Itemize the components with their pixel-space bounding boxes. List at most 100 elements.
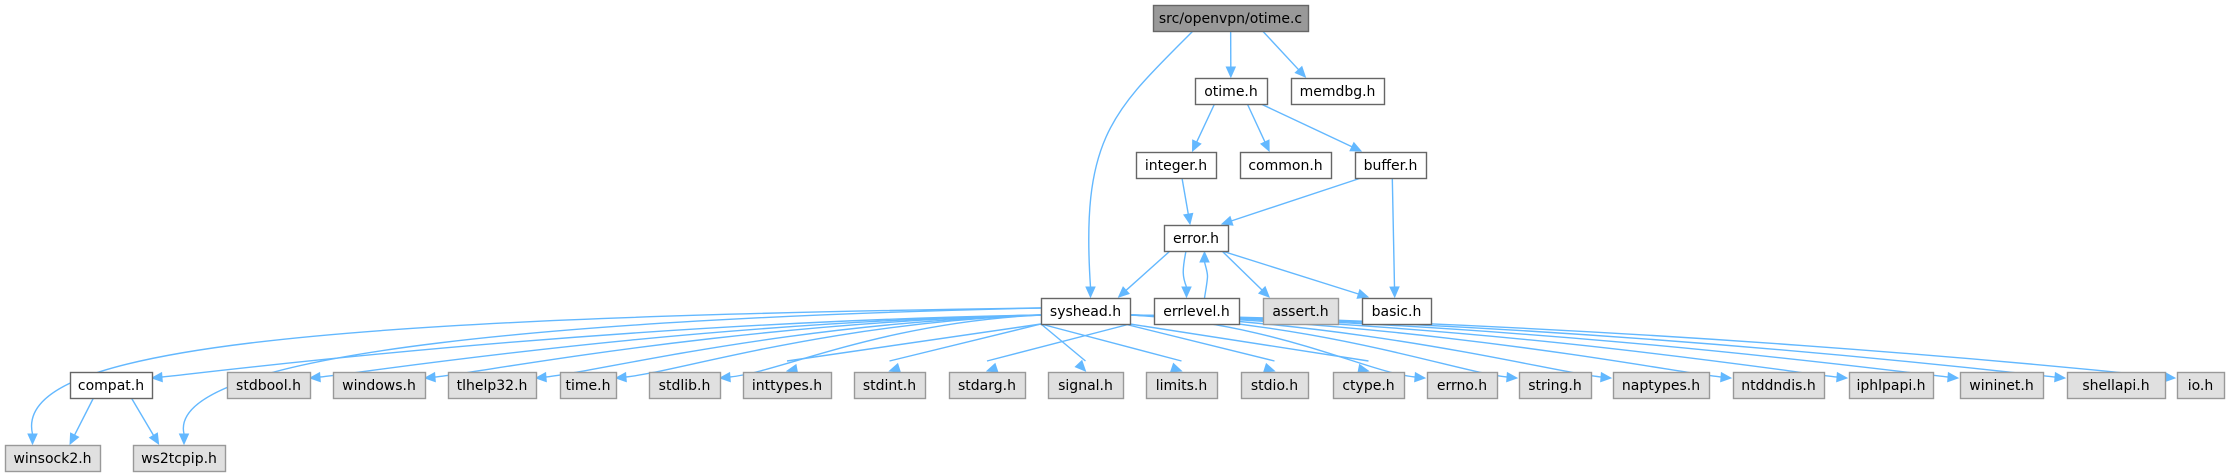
node-label: ws2tcpip.h bbox=[141, 451, 217, 467]
node-label: buffer.h bbox=[1364, 158, 1418, 174]
node-label: iphlpapi.h bbox=[1856, 378, 1925, 394]
node-label: wininet.h bbox=[1969, 378, 2033, 394]
node-string-h[interactable]: string.h bbox=[1518, 371, 1593, 400]
node-label: stdarg.h bbox=[958, 378, 1016, 394]
node-label: stdio.h bbox=[1251, 378, 1298, 394]
node-stdio-h[interactable]: stdio.h bbox=[1240, 371, 1310, 400]
node-label: errlevel.h bbox=[1163, 304, 1230, 320]
node-label: assert.h bbox=[1272, 304, 1328, 320]
node-label: basic.h bbox=[1372, 304, 1422, 320]
node-winsock2-h[interactable]: winsock2.h bbox=[4, 444, 102, 473]
node-label: stdint.h bbox=[863, 378, 916, 394]
node-tlhelp32-h[interactable]: tlhelp32.h bbox=[447, 371, 538, 400]
edge-root-to-syshead-h bbox=[1085, 30, 1194, 299]
node-box bbox=[559, 371, 618, 400]
arrowhead-icon bbox=[1074, 359, 1087, 372]
node-time-h[interactable]: time.h bbox=[559, 371, 618, 400]
edge-syshead-h-to-signal-h bbox=[1040, 323, 1087, 372]
node-ntddndis-h[interactable]: ntddndis.h bbox=[1732, 371, 1826, 400]
arrowhead-icon bbox=[2054, 371, 2067, 383]
node-box bbox=[1959, 371, 2045, 400]
node-io-h[interactable]: io.h bbox=[2176, 371, 2226, 400]
node-label: common.h bbox=[1248, 158, 1322, 174]
node-box bbox=[1047, 371, 1125, 400]
edge-line bbox=[1040, 323, 1086, 362]
arrowhead-icon bbox=[1259, 139, 1270, 153]
edge-line bbox=[1196, 103, 1216, 143]
arrowhead-icon bbox=[1720, 371, 1733, 383]
node-windows-h[interactable]: windows.h bbox=[332, 371, 427, 400]
edge-syshead-h-to-stdbool-h bbox=[308, 314, 1042, 383]
node-box bbox=[1361, 297, 1433, 326]
arrowhead-icon bbox=[27, 433, 38, 446]
arrowhead-icon bbox=[1199, 250, 1210, 263]
node-iphlpapi-h[interactable]: iphlpapi.h bbox=[1848, 371, 1935, 400]
node-label: ntddndis.h bbox=[1741, 378, 1815, 394]
node-label: stdlib.h bbox=[659, 378, 711, 394]
node-box bbox=[2176, 371, 2226, 400]
node-root[interactable]: src/openvpn/otime.c bbox=[1152, 4, 1310, 33]
edge-line bbox=[1391, 177, 1396, 288]
node-box bbox=[1612, 371, 1711, 400]
edge-compat-h-to-ws2tcpip-h bbox=[130, 397, 160, 446]
edge-otime-h-to-integer-h bbox=[1191, 103, 1216, 153]
node-memdbg-h[interactable]: memdbg.h bbox=[1290, 77, 1386, 106]
node-shellapi-h[interactable]: shellapi.h bbox=[2066, 371, 2167, 400]
edge-errlevel-h-to-error-h bbox=[1199, 250, 1210, 299]
node-box bbox=[332, 371, 427, 400]
node-stdint-h[interactable]: stdint.h bbox=[853, 371, 927, 400]
node-wininet-h[interactable]: wininet.h bbox=[1959, 371, 2045, 400]
node-naptypes-h[interactable]: naptypes.h bbox=[1612, 371, 1711, 400]
edge-line bbox=[1129, 314, 1949, 378]
arrowhead-icon bbox=[1349, 141, 1363, 152]
arrowhead-icon bbox=[1600, 371, 1613, 383]
node-box bbox=[1732, 371, 1826, 400]
arrowhead-icon bbox=[150, 371, 163, 383]
arrowhead-icon bbox=[1836, 371, 1849, 383]
node-label: shellapi.h bbox=[2082, 378, 2149, 394]
node-box bbox=[226, 371, 312, 400]
node-box bbox=[1194, 77, 1269, 106]
node-box bbox=[1518, 371, 1593, 400]
node-label: integer.h bbox=[1145, 158, 1207, 174]
node-signal-h[interactable]: signal.h bbox=[1047, 371, 1125, 400]
node-box bbox=[69, 371, 154, 400]
arrowhead-icon bbox=[2164, 371, 2177, 383]
node-errlevel-h[interactable]: errlevel.h bbox=[1153, 297, 1241, 326]
node-integer-h[interactable]: integer.h bbox=[1135, 151, 1218, 180]
edge-syshead-h-to-stdarg-h bbox=[985, 323, 1131, 373]
node-buffer-h[interactable]: buffer.h bbox=[1354, 151, 1428, 180]
node-basic-h[interactable]: basic.h bbox=[1361, 297, 1433, 326]
node-limits-h[interactable]: limits.h bbox=[1145, 371, 1219, 400]
node-label: error.h bbox=[1173, 231, 1219, 247]
node-syshead-h[interactable]: syshead.h bbox=[1040, 297, 1132, 326]
node-box bbox=[1163, 224, 1230, 253]
node-common-h[interactable]: common.h bbox=[1239, 151, 1333, 180]
node-stdarg-h[interactable]: stdarg.h bbox=[948, 371, 1027, 400]
node-errno-h[interactable]: errno.h bbox=[1426, 371, 1499, 400]
node-stdlib-h[interactable]: stdlib.h bbox=[648, 371, 722, 400]
edge-otime-h-to-buffer-h bbox=[1260, 103, 1363, 152]
node-box bbox=[1135, 151, 1218, 180]
arrowhead-icon bbox=[1220, 215, 1234, 226]
arrowhead-icon bbox=[1257, 285, 1271, 298]
edge-line bbox=[1221, 250, 1263, 291]
edge-syshead-h-to-stdio-h bbox=[1124, 323, 1276, 373]
arrowhead-icon bbox=[69, 432, 80, 446]
node-label: syshead.h bbox=[1050, 304, 1121, 320]
node-ctype-h[interactable]: ctype.h bbox=[1332, 371, 1406, 400]
node-error-h[interactable]: error.h bbox=[1163, 224, 1230, 253]
node-assert-h[interactable]: assert.h bbox=[1262, 297, 1340, 326]
arrowhead-icon bbox=[1356, 288, 1370, 299]
node-box bbox=[1239, 151, 1333, 180]
node-inttypes-h[interactable]: inttypes.h bbox=[742, 371, 833, 400]
edge-line bbox=[1040, 323, 1182, 362]
node-box bbox=[447, 371, 538, 400]
nodes-layer: src/openvpn/otime.c otime.h memdbg.h intege… bbox=[4, 4, 2226, 473]
node-label: src/openvpn/otime.c bbox=[1159, 11, 1302, 27]
node-stdbool-h[interactable]: stdbool.h bbox=[226, 371, 312, 400]
node-otime-h[interactable]: otime.h bbox=[1194, 77, 1269, 106]
edge-error-h-to-errlevel-h bbox=[1181, 250, 1192, 299]
node-ws2tcpip-h[interactable]: ws2tcpip.h bbox=[132, 444, 227, 473]
node-compat-h[interactable]: compat.h bbox=[69, 371, 154, 400]
